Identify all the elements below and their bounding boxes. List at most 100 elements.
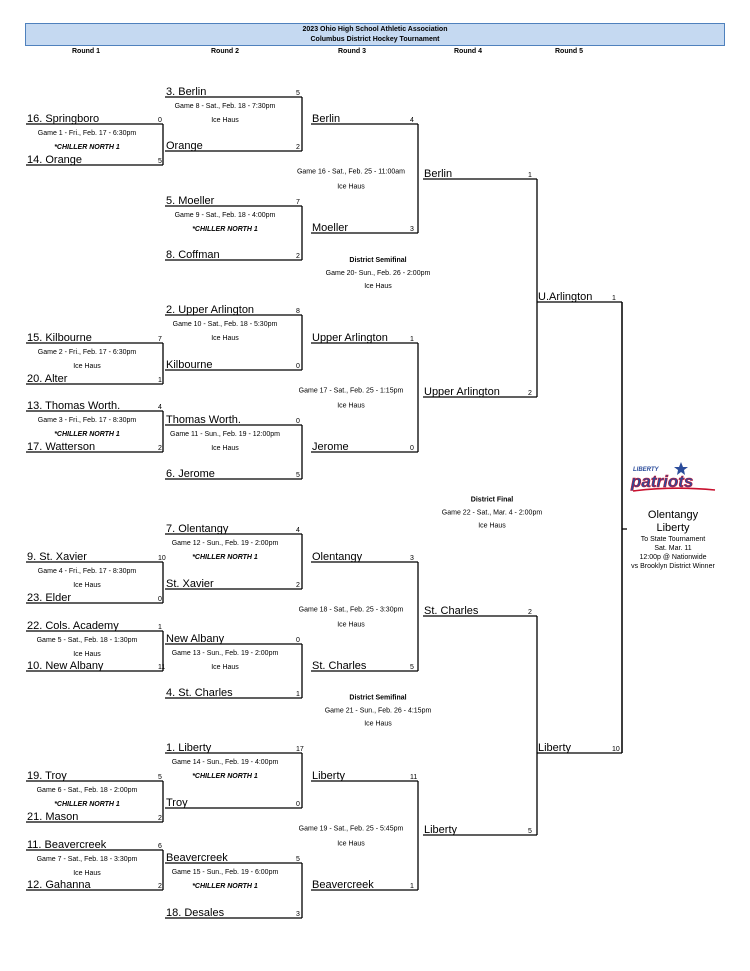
round3-match-4-bottom-team: Beavercreek xyxy=(312,879,374,891)
round4-match-1-bottom-team: Upper Arlington xyxy=(424,386,500,398)
round1-match-6-top-team: 19. Troy xyxy=(27,770,67,782)
round2-match-8-top-score: 5 xyxy=(296,856,300,863)
round4-match-1-title: District Semifinal xyxy=(349,257,406,264)
round5-match-1-top-team: U.Arlington xyxy=(538,291,592,303)
round5-match-1-title: District Final xyxy=(471,497,513,504)
round4-match-1-top-team: Berlin xyxy=(424,168,452,180)
round2-match-8-venue: *CHILLER NORTH 1 xyxy=(192,883,258,890)
champion-line2: Liberty xyxy=(656,522,690,534)
round2-match-4-top-score: 0 xyxy=(296,418,300,425)
round2-match-6-top-score: 0 xyxy=(296,637,300,644)
round3-match-1-venue: Ice Haus xyxy=(337,184,365,191)
round4-match-1-top-score: 1 xyxy=(528,172,532,179)
round1-match-5-top-score: 1 xyxy=(158,624,162,631)
round1-match-5-game: Game 5 - Sat., Feb. 18 - 1:30pm xyxy=(37,637,138,644)
svg-text:patriots: patriots xyxy=(630,472,693,491)
round3-match-4-bottom-score: 1 xyxy=(410,883,414,890)
round2-match-3-top-team: 2. Upper Arlington xyxy=(166,304,254,316)
round2-match-2-top-score: 7 xyxy=(296,199,300,206)
champion-box: Olentangy Liberty To State Tournament Sa… xyxy=(618,509,728,571)
round2-match-1-top-score: 5 xyxy=(296,90,300,97)
round1-match-3-top-score: 4 xyxy=(158,404,162,411)
round2-match-8-top-team: Beavercreek xyxy=(166,852,228,864)
round3-match-3-game: Game 18 - Sat., Feb. 25 - 3:30pm xyxy=(299,607,404,614)
round2-match-6-top-team: New Albany xyxy=(166,633,225,645)
round1-match-6-game: Game 6 - Sat., Feb. 18 - 2:00pm xyxy=(37,787,138,794)
round2-match-2-game: Game 9 - Sat., Feb. 18 - 4:00pm xyxy=(175,212,276,219)
round2-match-7-bottom-team: Troy xyxy=(166,797,188,809)
round1-match-6-top-score: 5 xyxy=(158,774,162,781)
round1-match-1-top-team: 16. Springboro xyxy=(27,113,99,125)
round5-match-1-top-score: 1 xyxy=(612,295,616,302)
round1-match-5-top-team: 22. Cols. Academy xyxy=(27,620,119,632)
round2-match-3-game: Game 10 - Sat., Feb. 18 - 5:30pm xyxy=(173,321,278,328)
tournament-header: 2023 Ohio High School Athletic Associati… xyxy=(25,23,725,46)
round2-match-2-top-team: 5. Moeller xyxy=(166,195,215,207)
round-4-header: Round 4 xyxy=(454,48,482,55)
round2-match-4-bottom-team: 6. Jerome xyxy=(166,468,215,480)
round4-match-1-bottom-score: 2 xyxy=(528,390,532,397)
round2-match-7-top-team: 1. Liberty xyxy=(166,742,212,754)
round3-match-2-bottom-score: 0 xyxy=(410,445,414,452)
round1-match-5-bottom-score: 11 xyxy=(158,664,165,671)
round1-match-2-game: Game 2 - Fri., Feb. 17 - 6:30pm xyxy=(38,349,137,356)
round4-match-1-game: Game 20- Sun., Feb. 26 - 2:00pm xyxy=(326,270,431,277)
round1-match-1-top-score: 0 xyxy=(158,117,162,124)
round3-match-3-top-team: Olentangy xyxy=(312,551,363,563)
round3-match-1-game: Game 16 - Sat., Feb. 25 - 11:00am xyxy=(297,169,405,176)
round1-match-6-bottom-score: 2 xyxy=(158,815,162,822)
round1-match-3-venue: *CHILLER NORTH 1 xyxy=(54,431,120,438)
round5-match-1-game: Game 22 - Sat., Mar. 4 - 2:00pm xyxy=(442,510,543,517)
round3-match-4-top-score: 11 xyxy=(410,774,417,781)
round2-match-3-top-score: 8 xyxy=(296,308,300,315)
round3-match-3-top-score: 3 xyxy=(410,555,414,562)
round4-match-1-venue: Ice Haus xyxy=(364,283,392,290)
header-title: 2023 Ohio High School Athletic Associati… xyxy=(302,26,448,33)
round1-match-7-bottom-score: 2 xyxy=(158,883,162,890)
round2-match-8-bottom-score: 3 xyxy=(296,911,300,918)
round5-match-1-bottom-score: 10 xyxy=(612,746,620,753)
header-subtitle: Columbus District Hockey Tournament xyxy=(310,36,440,43)
round1-match-6-venue: *CHILLER NORTH 1 xyxy=(54,801,120,808)
round1-match-5-bottom-team: 10. New Albany xyxy=(27,660,104,672)
round2-match-7-bottom-score: 0 xyxy=(296,801,300,808)
round3-match-1-top-score: 4 xyxy=(410,117,414,124)
round3-match-1-bottom-score: 3 xyxy=(410,226,414,233)
round3-match-2-game: Game 17 - Sat., Feb. 25 - 1:15pm xyxy=(299,388,404,395)
round-5-header: Round 5 xyxy=(555,48,583,55)
round1-match-3-bottom-score: 2 xyxy=(158,445,162,452)
round1-match-4-game: Game 4 - Fri., Feb. 17 - 8:30pm xyxy=(38,568,137,575)
champion-note-1: To State Tournament xyxy=(640,536,706,543)
round3-match-2-top-team: Upper Arlington xyxy=(312,332,388,344)
round3-match-1-bottom-team: Moeller xyxy=(312,222,348,234)
round1-match-2-bottom-team: 20. Alter xyxy=(27,373,68,385)
round3-match-1-top-team: Berlin xyxy=(312,113,340,125)
round2-match-6-game: Game 13 - Sun., Feb. 19 - 2:00pm xyxy=(172,650,279,657)
round1-match-4-bottom-team: 23. Elder xyxy=(27,592,71,604)
round2-match-6-bottom-score: 1 xyxy=(296,691,300,698)
round2-match-2-bottom-score: 2 xyxy=(296,253,300,260)
round1-match-1-bottom-score: 5 xyxy=(158,158,162,165)
round2-match-5-bottom-score: 2 xyxy=(296,582,300,589)
round4-match-2-bottom-team: Liberty xyxy=(424,824,458,836)
round3-match-3-venue: Ice Haus xyxy=(337,622,365,629)
round3-match-3-bottom-score: 5 xyxy=(410,664,414,671)
round2-match-3-bottom-team: Kilbourne xyxy=(166,359,212,371)
round4-match-2-game: Game 21 - Sun., Feb. 26 - 4:15pm xyxy=(325,708,432,715)
round3-match-4-game: Game 19 - Sat., Feb. 25 - 5:45pm xyxy=(299,826,404,833)
round2-match-2-venue: *CHILLER NORTH 1 xyxy=(192,226,258,233)
round2-match-7-venue: *CHILLER NORTH 1 xyxy=(192,773,258,780)
round4-match-2-venue: Ice Haus xyxy=(364,721,392,728)
round2-match-5-top-team: 7. Olentangy xyxy=(166,523,229,535)
round2-match-7-game: Game 14 - Sun., Feb. 19 - 4:00pm xyxy=(172,759,279,766)
round1-match-4-venue: Ice Haus xyxy=(73,582,101,589)
round4-match-2-title: District Semifinal xyxy=(349,695,406,702)
round1-match-4-top-team: 9. St. Xavier xyxy=(27,551,87,563)
round2-match-8-game: Game 15 - Sun., Feb. 19 - 6:00pm xyxy=(172,869,279,876)
round3-match-2-venue: Ice Haus xyxy=(337,403,365,410)
liberty-patriots-logo: LIBERTY patriots xyxy=(630,462,716,492)
round4-match-2-bottom-score: 5 xyxy=(528,828,532,835)
round1-match-7-venue: Ice Haus xyxy=(73,870,101,877)
champion-note-4: vs Brooklyn District Winner xyxy=(631,563,715,570)
